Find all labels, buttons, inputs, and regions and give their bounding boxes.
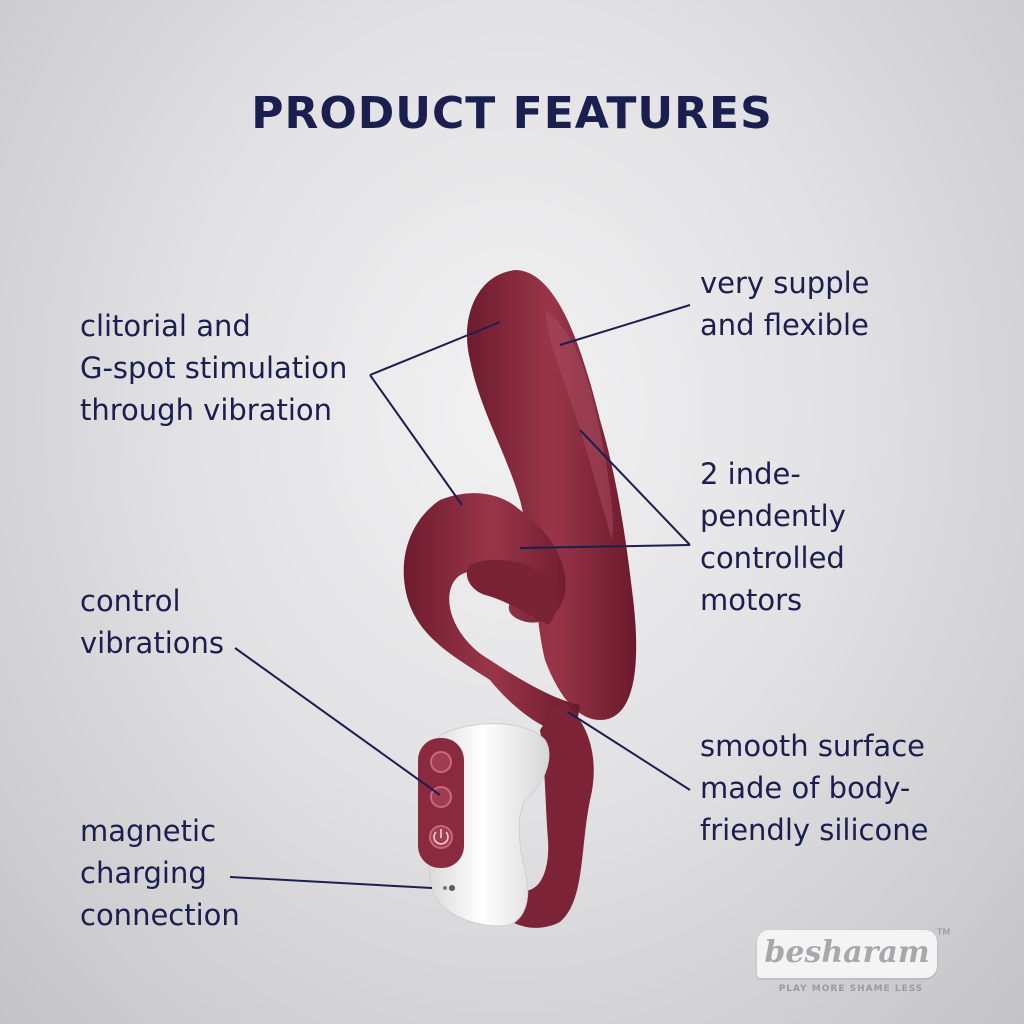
page-title: PRODUCT FEATURES [251, 88, 773, 139]
feature-supple: very supple and flexible [700, 266, 870, 342]
pointer-stimulation-a [369, 321, 501, 376]
logo-trademark: TM [937, 928, 951, 938]
pointer-supple [559, 304, 691, 346]
brand-logo: besharam TM PLAY MORE SHAME LESS [757, 928, 951, 1000]
charging-port-2 [443, 886, 447, 890]
clitoral-tip [466, 559, 557, 625]
feature-motors: 2 inde- pendently controlled motors [700, 457, 846, 617]
pointer-motors-b [519, 544, 691, 549]
power-button-top[interactable] [430, 751, 452, 773]
pointer-control [234, 647, 441, 796]
clitoral-loop [403, 493, 580, 735]
pointer-stimulation-b [369, 374, 463, 506]
feature-control: control vibrations [80, 584, 224, 660]
logo-tagline: PLAY MORE SHAME LESS [778, 984, 924, 994]
g-spot-arm [467, 270, 637, 720]
feature-surface: smooth surface made of body- friendly si… [700, 729, 929, 847]
feature-stimulation: clitorial and G-spot stimulation through… [80, 309, 348, 427]
feature-charging: magnetic charging connection [80, 814, 240, 932]
logo-wordmark: besharam [757, 930, 937, 978]
pointer-motors-a [579, 429, 691, 546]
pointer-surface [567, 711, 691, 791]
charging-port [449, 885, 455, 891]
power-icon [433, 829, 449, 845]
handle-frame [495, 700, 594, 928]
arm-highlight [545, 310, 613, 540]
pointer-charging [229, 876, 433, 889]
